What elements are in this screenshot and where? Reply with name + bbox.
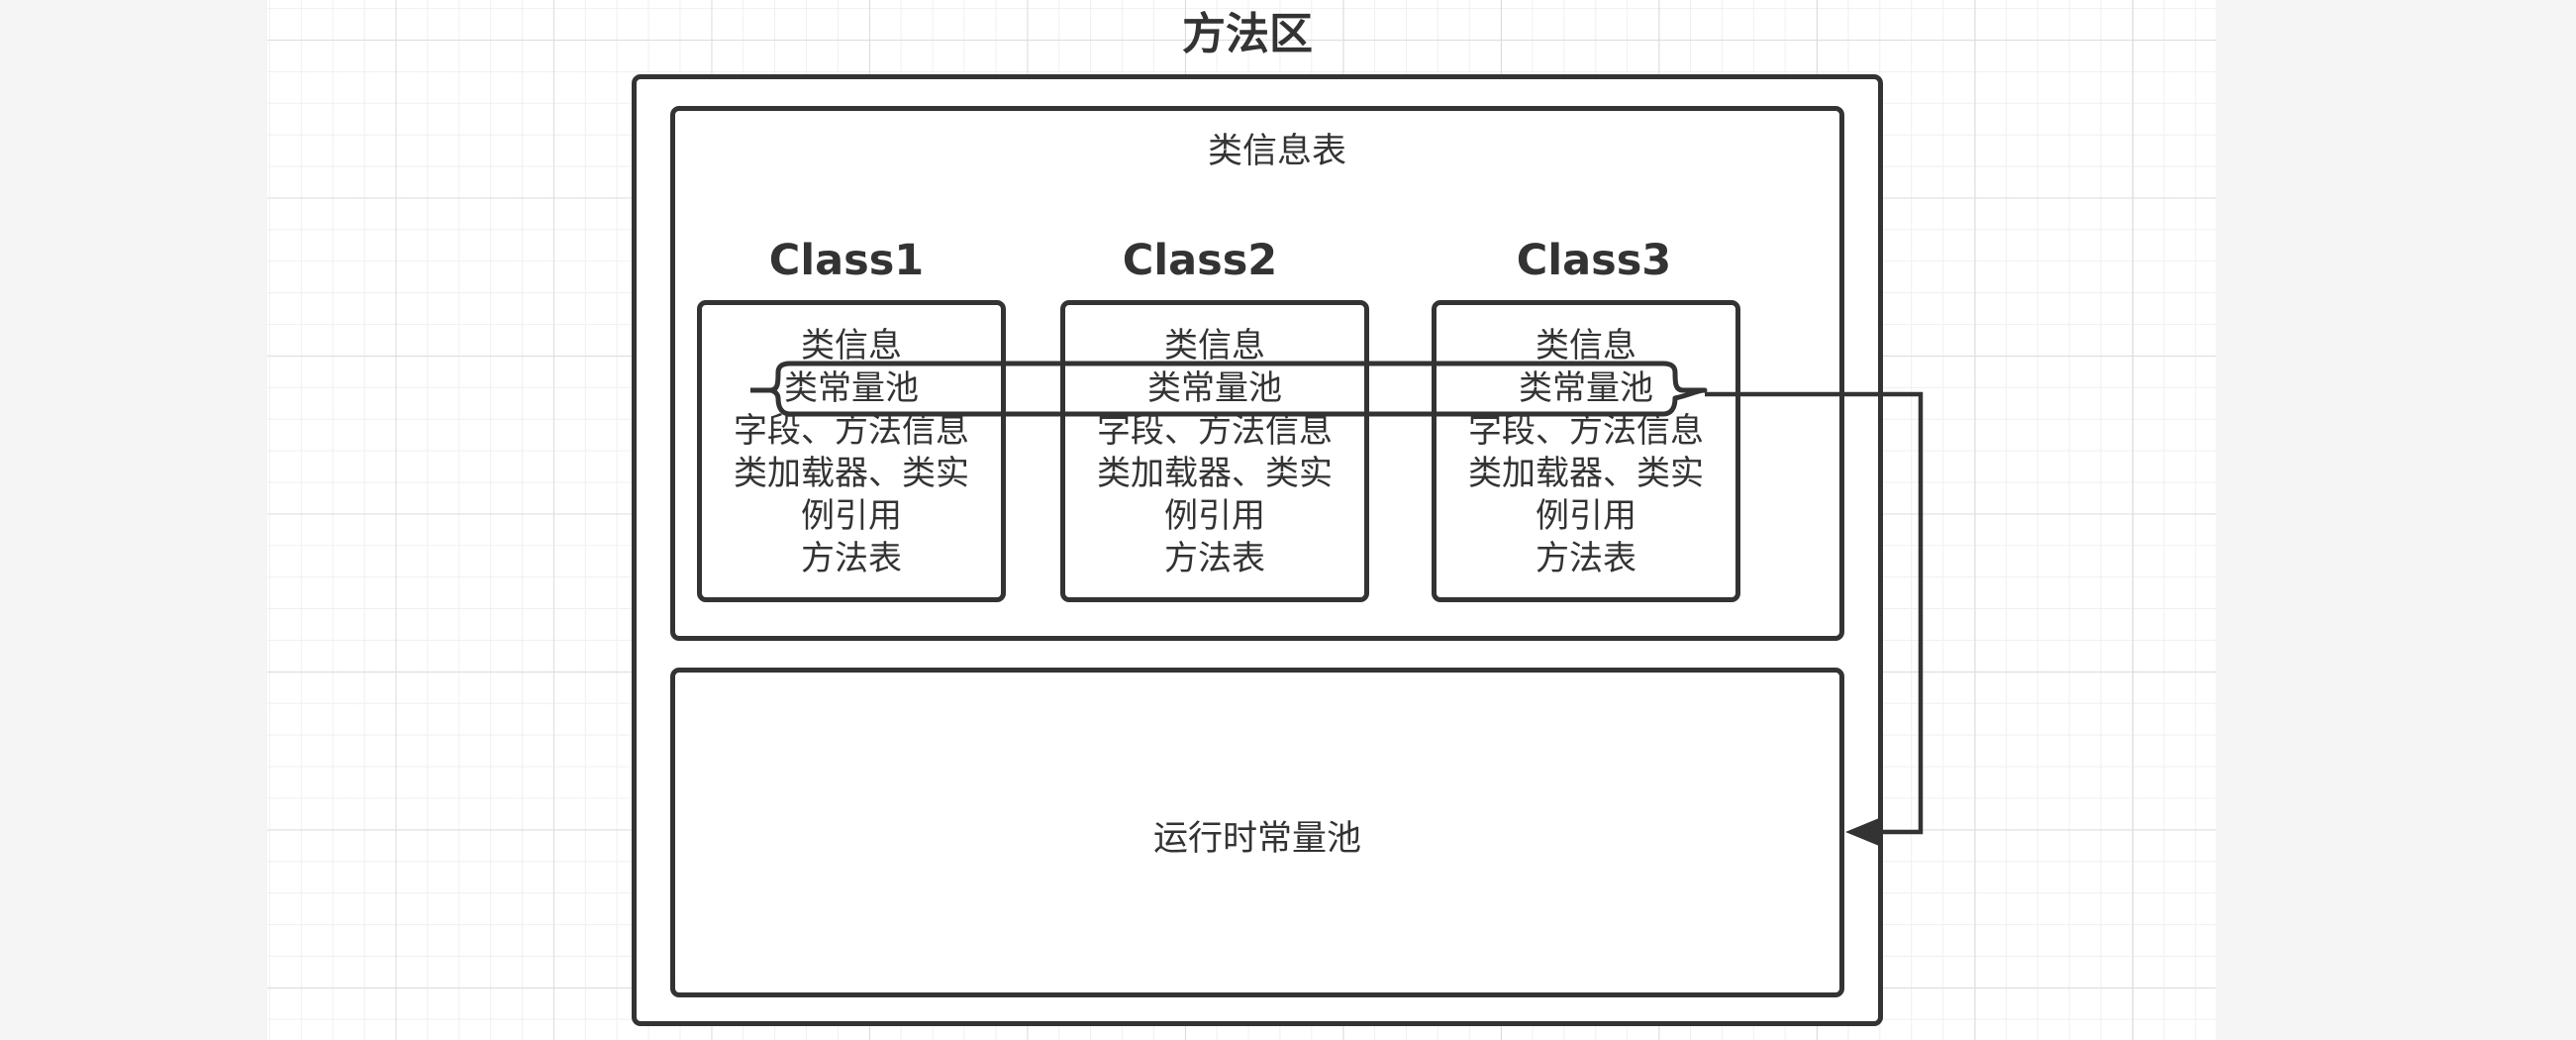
class2-line-class-info: 类信息	[1164, 326, 1265, 365]
class1-title: Class1	[768, 236, 925, 285]
class2-title: Class2	[1122, 236, 1278, 285]
class2-box[interactable]	[1060, 300, 1369, 602]
class2-line-instance-ref: 例引用	[1164, 496, 1265, 536]
class3-title: Class3	[1516, 236, 1672, 285]
class3-box[interactable]	[1432, 300, 1740, 602]
runtime-constant-pool-box[interactable]	[670, 668, 1844, 997]
class3-line-class-info: 类信息	[1536, 326, 1636, 365]
class1-line-classloader-ref: 类加载器、类实	[734, 454, 969, 493]
class1-line-class-info: 类信息	[801, 326, 902, 365]
class1-line-instance-ref: 例引用	[801, 496, 902, 536]
class2-line-method-table: 方法表	[1164, 539, 1265, 578]
class3-line-field-method-info: 字段、方法信息	[1468, 411, 1704, 451]
class3-line-method-table: 方法表	[1536, 539, 1636, 578]
class1-line-field-method-info: 字段、方法信息	[734, 411, 969, 451]
runtime-constant-pool-label: 运行时常量池	[1152, 819, 1361, 859]
class1-content: 类信息 类常量池 字段、方法信息 类加载器、类实 例引用 方法表	[697, 325, 1006, 580]
class2-line-field-method-info: 字段、方法信息	[1097, 411, 1333, 451]
class3-line-class-constant-pool: 类常量池	[1519, 368, 1653, 408]
class3-line-classloader-ref: 类加载器、类实	[1468, 454, 1704, 493]
class2-line-classloader-ref: 类加载器、类实	[1097, 454, 1333, 493]
class1-line-method-table: 方法表	[801, 539, 902, 578]
class2-content: 类信息 类常量池 字段、方法信息 类加载器、类实 例引用 方法表	[1060, 325, 1369, 580]
class3-line-instance-ref: 例引用	[1536, 496, 1636, 536]
class3-content: 类信息 类常量池 字段、方法信息 类加载器、类实 例引用 方法表	[1432, 325, 1740, 580]
method-area-title: 方法区	[1182, 9, 1313, 59]
class2-line-class-constant-pool: 类常量池	[1147, 368, 1282, 408]
class1-box[interactable]	[697, 300, 1006, 602]
class1-line-class-constant-pool: 类常量池	[784, 368, 919, 408]
class-info-table-label: 类信息表	[1207, 132, 1346, 171]
